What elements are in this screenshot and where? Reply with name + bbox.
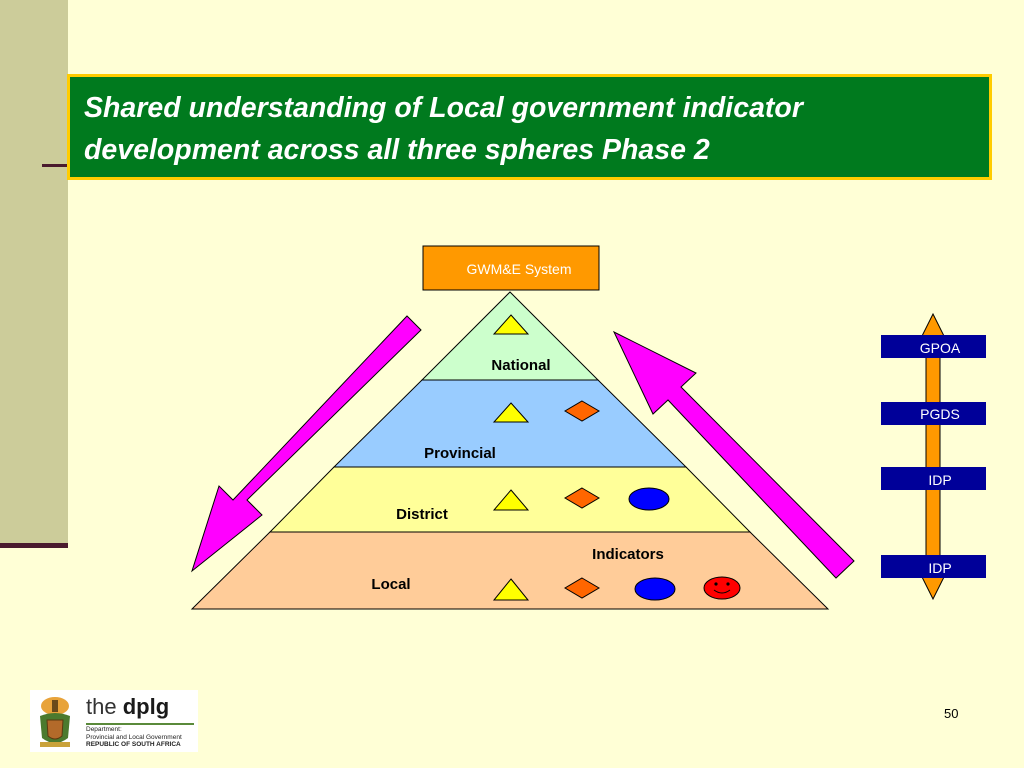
gpoa-label: GPOA [920, 340, 961, 356]
indicators-label: Indicators [592, 546, 664, 563]
title-accent-line [42, 164, 68, 167]
diamond-indicator [564, 400, 600, 422]
local-label: Local [371, 576, 410, 593]
smiley-indicator-icon [703, 576, 741, 600]
coat-of-arms-icon [40, 697, 70, 747]
logo-line-2: Provincial and Local Government [86, 733, 182, 741]
pgds-box [881, 402, 986, 425]
sidebar-divider [0, 543, 68, 548]
title-box: Shared understanding of Local government… [67, 74, 992, 180]
national-label: National [491, 357, 550, 374]
dplg-logo: the dplg Department: Provincial and Loca… [30, 690, 198, 752]
idp-label-2: IDP [928, 560, 951, 576]
logo-line-1: Department: [86, 726, 122, 733]
diamond-indicator [564, 577, 600, 599]
gpoa-box [881, 335, 986, 358]
triangle-indicator [492, 402, 530, 423]
gwme-system-label: GWM&E System [466, 261, 571, 277]
left-sidebar [0, 0, 68, 548]
upward-arrow [612, 330, 855, 579]
downward-arrow [191, 315, 422, 573]
idp-label-1: IDP [928, 472, 951, 488]
logo-brand: the dplg [86, 694, 169, 720]
idp-box-1 [881, 467, 986, 490]
diamond-indicator [564, 487, 600, 509]
pgds-label: PGDS [920, 406, 960, 422]
logo-rule [86, 723, 194, 725]
page-number: 50 [944, 706, 959, 721]
provincial-label: Provincial [424, 445, 496, 462]
logo-brand-name: dplg [122, 694, 170, 719]
logo-subtitle: Department: Provincial and Local Governm… [86, 726, 182, 749]
district-label: District [396, 506, 448, 523]
triangle-indicator [492, 578, 530, 601]
gwme-system-box [422, 245, 600, 291]
triangle-indicator [492, 314, 530, 335]
oval-indicator [634, 577, 676, 601]
idp-box-2 [881, 555, 986, 578]
logo-line-3: REPUBLIC OF SOUTH AFRICA [86, 741, 181, 748]
provincial-band [332, 379, 688, 468]
oval-indicator [628, 487, 670, 511]
slide-title: Shared understanding of Local government… [84, 92, 803, 166]
logo-brand-prefix: the [86, 694, 117, 719]
triangle-indicator [492, 489, 530, 511]
